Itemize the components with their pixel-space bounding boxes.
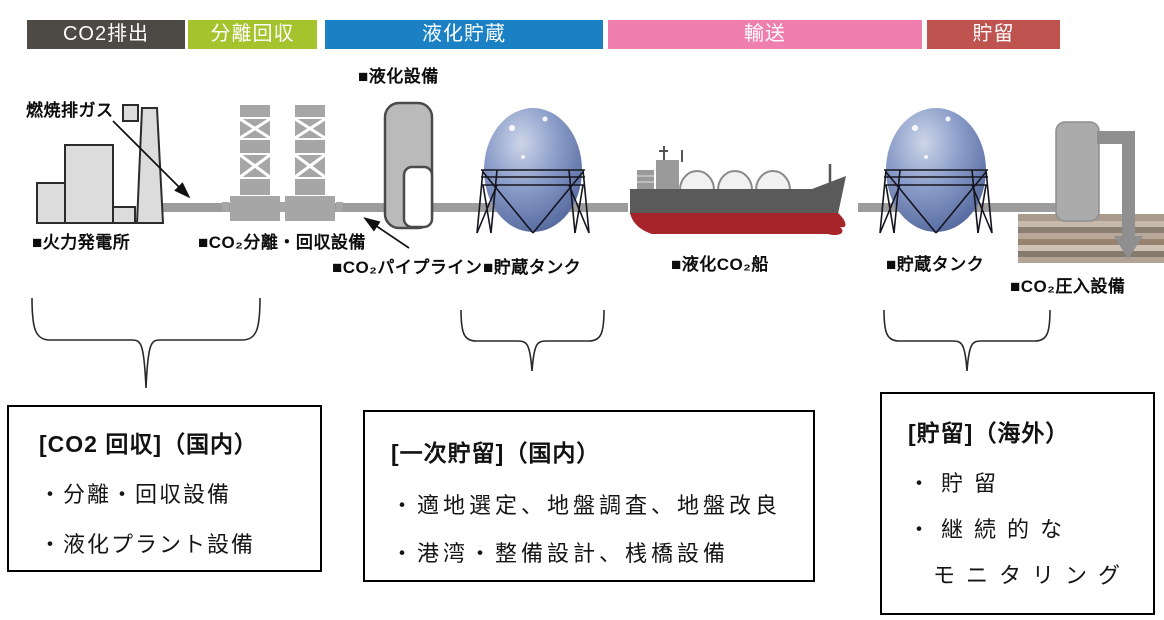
stage-bar-liquefaction-storage: 液化貯蔵 — [325, 20, 603, 49]
box-item: モニタリング — [933, 563, 1132, 588]
power-plant-illustration — [36, 104, 165, 224]
capture-equipment-label: ■CO₂分離・回収設備 — [198, 233, 366, 252]
box-item: ・液化プラント設備 — [39, 532, 256, 557]
liquefied-co2-ship-label: ■液化CO₂船 — [671, 255, 769, 274]
flue-gas-arrow — [112, 120, 191, 199]
info-box-co2-capture: [CO2 回収]（国内） ・分離・回収設備 ・液化プラント設備 — [7, 405, 322, 572]
pipeline-label: ■CO₂パイプライン — [332, 258, 483, 277]
ship-illustration — [630, 146, 846, 236]
brace-capture — [31, 297, 261, 389]
box-item: ・貯留 — [908, 471, 1008, 496]
info-box-primary-storage: [一次貯留]（国内） ・適地選定、地盤調査、地盤改良 ・港湾・整備設計、桟橋設備 — [363, 410, 815, 582]
brace-primary-storage — [460, 309, 605, 372]
flue-gas-label: 燃焼排ガス — [26, 101, 114, 120]
storage-sphere-domestic-illustration — [476, 108, 590, 234]
liquefaction-label: ■液化設備 — [358, 67, 439, 86]
stage-bar-transport: 輸送 — [608, 20, 922, 49]
stage-bar-storage: 貯留 — [927, 20, 1060, 49]
pipeline-pointer-arrow — [363, 217, 410, 249]
storage-tank-domestic-label: ■貯蔵タンク — [483, 258, 582, 277]
capture-towers-illustration — [222, 105, 343, 221]
power-plant-label: ■火力発電所 — [32, 233, 131, 252]
storage-sphere-overseas-illustration — [879, 108, 993, 234]
box-item: ・適地選定、地盤調査、地盤改良 — [391, 493, 782, 518]
storage-tank-overseas-label: ■貯蔵タンク — [886, 255, 985, 274]
box-item: ・分離・回収設備 — [39, 482, 232, 507]
injection-site-illustration — [1018, 121, 1164, 263]
box-title: [一次貯留]（国内） — [391, 440, 601, 466]
box-title: [CO2 回収]（国内） — [39, 431, 258, 457]
injection-equipment-label: ■CO₂圧入設備 — [1010, 277, 1126, 296]
box-item: ・港湾・整備設計、桟橋設備 — [391, 541, 730, 566]
box-title: [貯留]（海外） — [908, 420, 1070, 446]
info-box-overseas-storage: [貯留]（海外） ・貯留 ・継続的な モニタリング — [880, 392, 1155, 615]
brace-overseas-storage — [883, 309, 1051, 372]
box-item: ・継続的な — [908, 517, 1074, 542]
stage-bar-capture: 分離回収 — [188, 20, 317, 49]
liquefaction-unit-illustration — [383, 101, 434, 230]
stage-bar-co2-emission: CO2排出 — [27, 20, 185, 49]
